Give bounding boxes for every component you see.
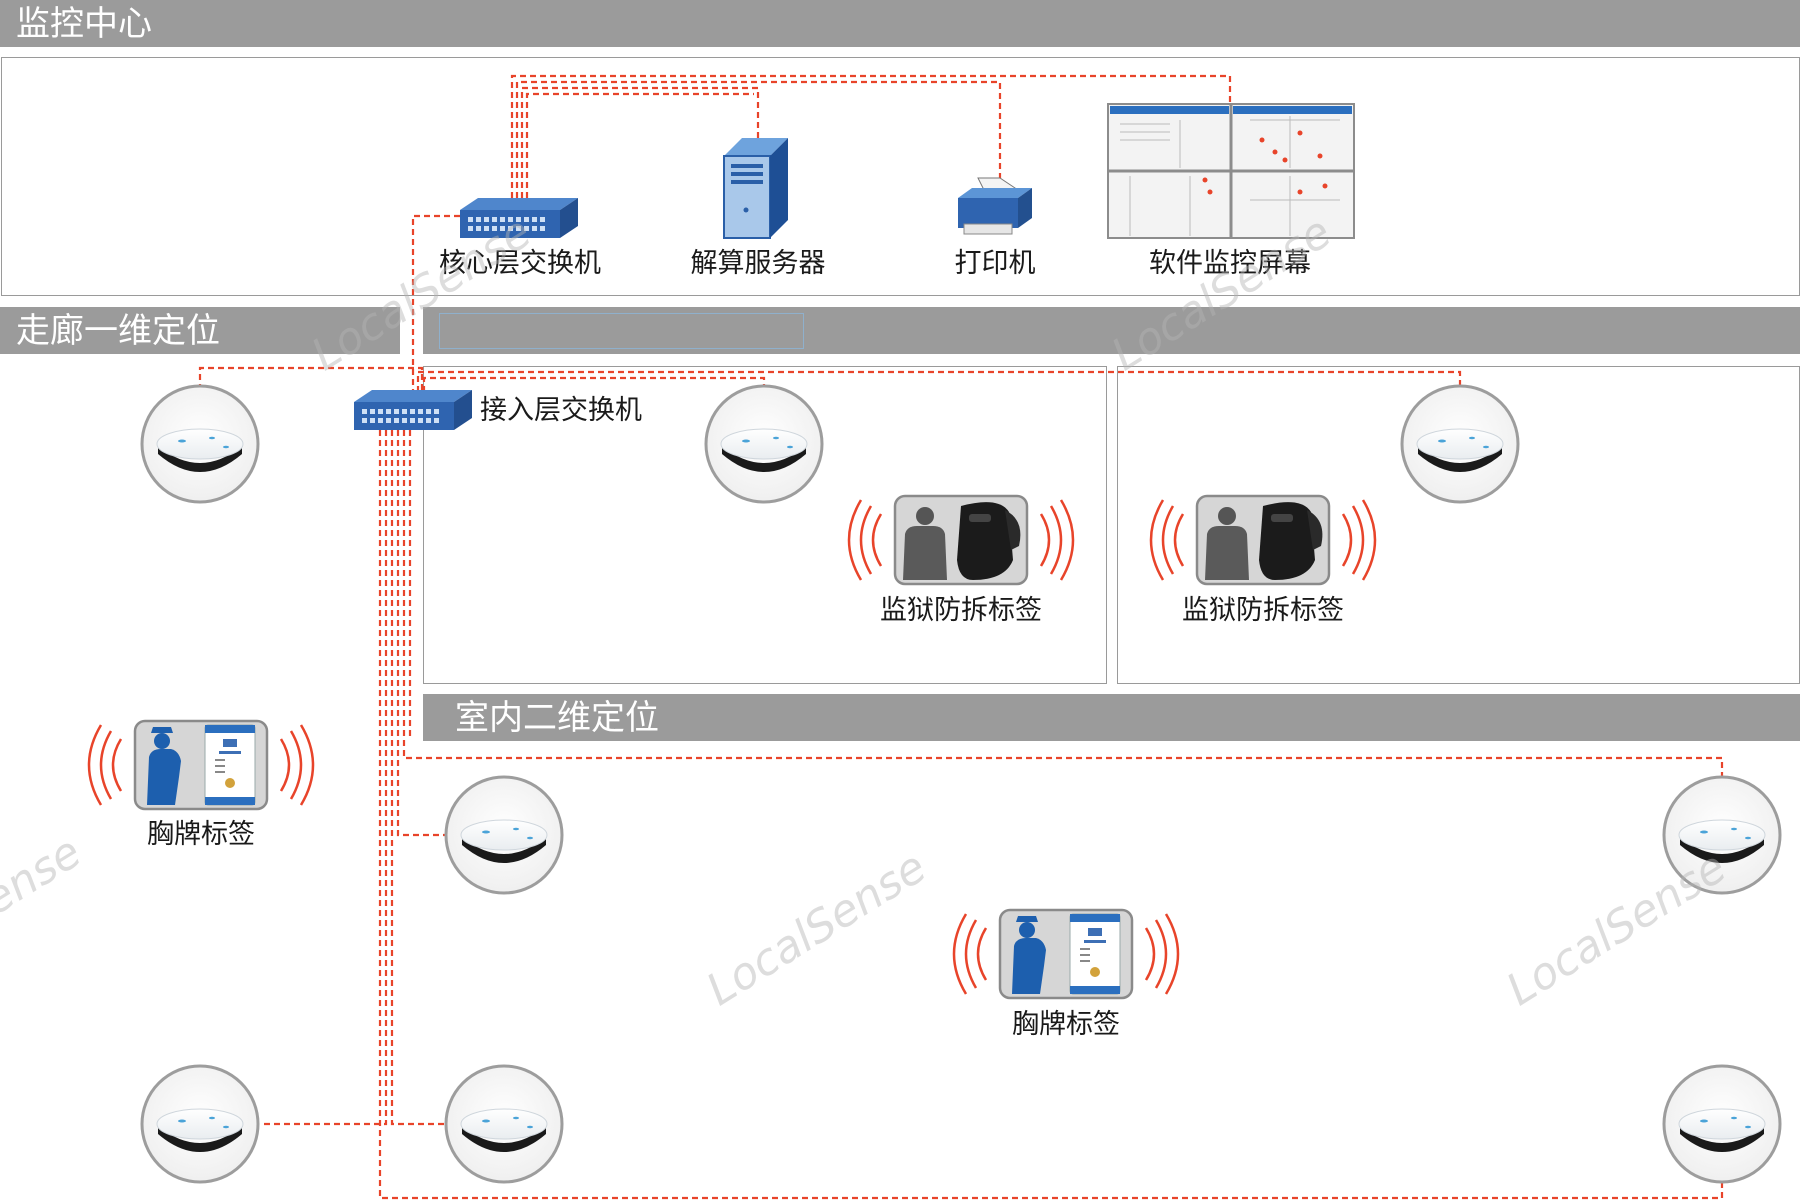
- access-switch-icon: [354, 390, 472, 430]
- link-core-monitor: [510, 74, 1232, 198]
- anchor-corridor-1: [140, 384, 260, 504]
- label-badge-tag-2: 胸牌标签: [1012, 1009, 1120, 1040]
- section-bar-corridor: 走廊一维定位: [0, 307, 400, 354]
- badge-tag-1-icon: [87, 719, 315, 811]
- network-links: [198, 74, 1724, 1200]
- section-title-monitor-center: 监控中心: [16, 3, 152, 44]
- label-prison-tag-1: 监狱防拆标签: [880, 595, 1042, 626]
- section-bar-corridor-right: [423, 307, 1800, 354]
- label-core-switch: 核心层交换机: [439, 248, 601, 279]
- server-icon: [723, 138, 788, 239]
- link-bundle-3: [396, 430, 446, 837]
- printer-icon: [958, 177, 1032, 235]
- label-badge-tag-1: 胸牌标签: [147, 819, 255, 850]
- link-room-row-2: [422, 376, 766, 392]
- link-core-access: [411, 214, 460, 392]
- anchor-corridor-2: [140, 1064, 260, 1184]
- link-core-server: [520, 86, 760, 198]
- link-core-extra: [525, 92, 754, 198]
- prison-tag-2-icon: [1149, 494, 1377, 586]
- section-bar-monitor-center: 监控中心: [0, 0, 1800, 47]
- link-bundle-1: [262, 430, 388, 1126]
- badge-tag-2-icon: [952, 908, 1180, 1000]
- section-title-corridor: 走廊一维定位: [16, 310, 220, 351]
- panel-room-1: [423, 366, 1107, 684]
- label-solver-server: 解算服务器: [690, 248, 826, 279]
- anchor-indoor-tl: [444, 775, 564, 895]
- section-title-indoor: 室内二维定位: [455, 697, 659, 738]
- link-room-row-1: [416, 370, 1462, 392]
- section-bar-indoor: 室内二维定位: [423, 694, 1800, 741]
- link-bundle-4: [402, 430, 1724, 776]
- link-bundle-2: [390, 430, 446, 1126]
- label-access-switch: 接入层交换机: [480, 395, 642, 426]
- inner-frame: [439, 313, 804, 349]
- label-printer: 打印机: [954, 248, 1036, 279]
- monitor-screen-wall-icon: [1107, 103, 1355, 239]
- anchor-room1: [704, 384, 824, 504]
- prison-tag-1-icon: [847, 494, 1075, 586]
- label-monitor-screen: 软件监控屏幕: [1149, 248, 1311, 279]
- link-corridor-anchor: [198, 366, 424, 392]
- label-prison-tag-2: 监狱防拆标签: [1182, 595, 1344, 626]
- link-bundle-outer: [378, 430, 1724, 1200]
- anchor-indoor-bl: [444, 1064, 564, 1184]
- anchor-indoor-br: [1662, 1064, 1782, 1184]
- anchor-room2: [1400, 384, 1520, 504]
